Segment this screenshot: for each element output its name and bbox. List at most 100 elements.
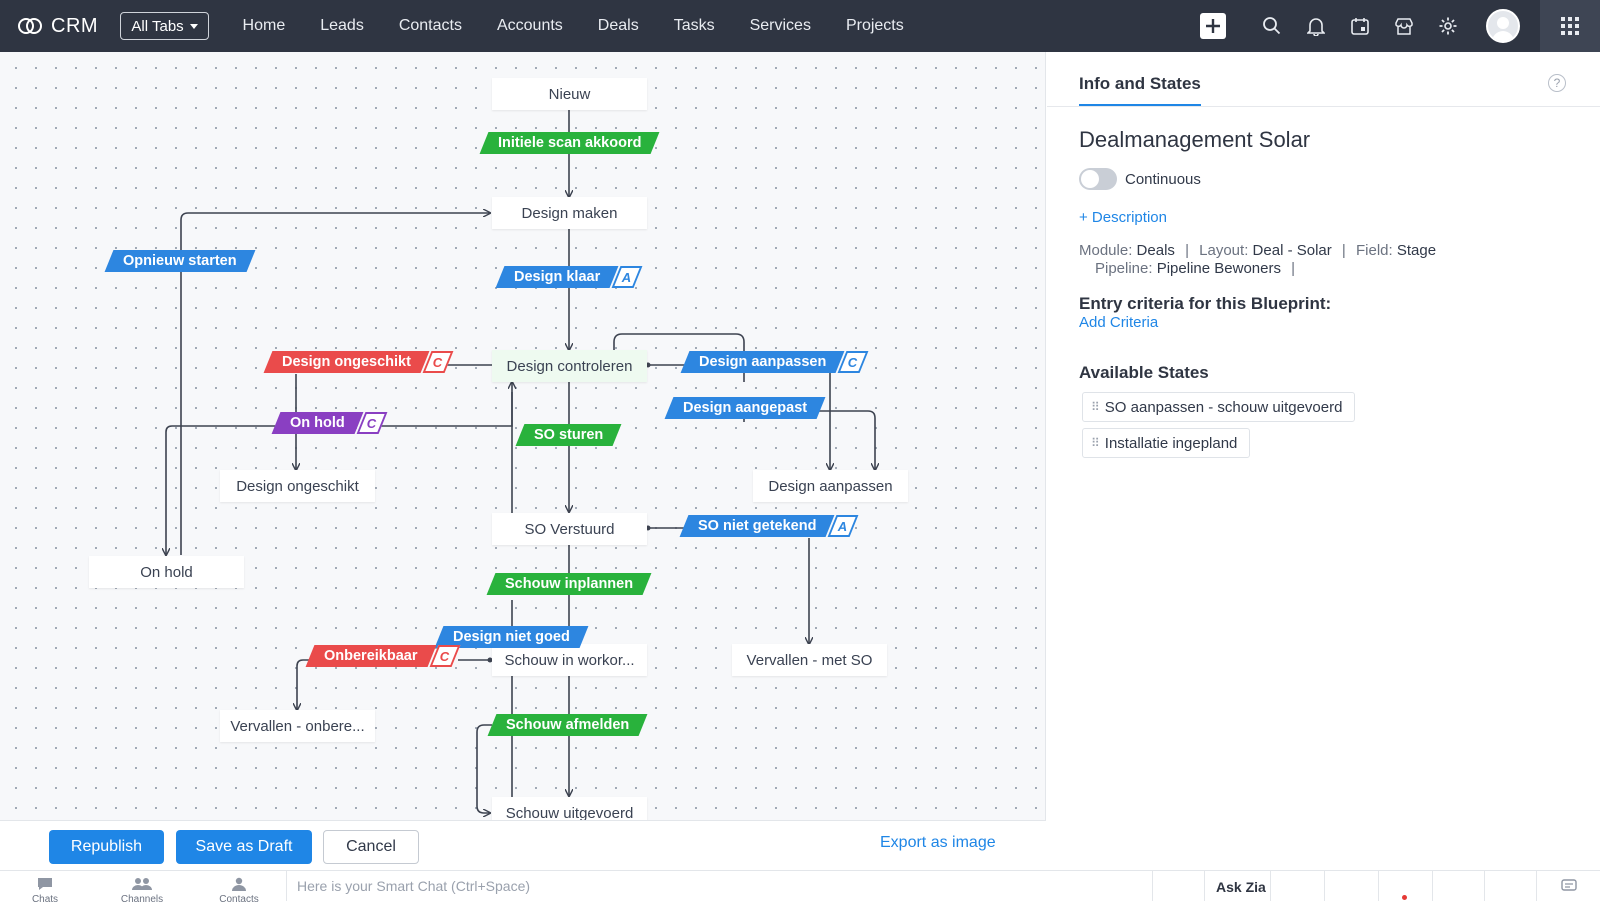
contact-icon (232, 877, 246, 891)
module-label: Module: (1079, 242, 1133, 259)
drag-handle-icon[interactable]: ⠿ (1091, 400, 1100, 414)
all-tabs-dropdown[interactable]: All Tabs (120, 12, 210, 40)
apps-grid-icon[interactable] (1540, 0, 1600, 52)
plus-icon[interactable] (1200, 13, 1226, 39)
caret-down-icon (189, 23, 198, 29)
top-icon-group (1200, 0, 1600, 52)
transition-schouw-afmelden[interactable]: Schouw afmelden (487, 713, 648, 737)
info-and-states-panel: Info and States ? Dealmanagement Solar C… (1047, 52, 1600, 870)
avatar[interactable] (1486, 9, 1520, 43)
drag-handle-icon[interactable]: ⠿ (1091, 436, 1100, 450)
state-on-hold[interactable]: On hold (89, 556, 244, 588)
state-vervallen-met-so[interactable]: Vervallen - met SO (732, 644, 887, 676)
transition-so-niet-getekend[interactable]: SO niet getekend A (679, 514, 859, 538)
smart-chat-input[interactable]: Here is your Smart Chat (Ctrl+Space) (286, 871, 1152, 901)
pipeline-label: Pipeline: (1095, 260, 1153, 277)
ask-zia-button[interactable] (1204, 871, 1270, 901)
footer-channels[interactable]: Channels (112, 876, 172, 905)
tab-leads[interactable]: Leads (320, 17, 364, 34)
transition-label: Onbereikbaar (324, 648, 418, 664)
footer-slot[interactable] (1270, 871, 1324, 901)
footer-contacts[interactable]: Contacts (209, 876, 269, 905)
tab-tasks[interactable]: Tasks (673, 17, 715, 34)
available-state-label: Installatie ingepland (1104, 434, 1238, 452)
transition-design-aangepast[interactable]: Design aangepast (664, 396, 826, 420)
transition-opnieuw-starten[interactable]: Opnieuw starten (104, 249, 256, 273)
gear-icon[interactable] (1426, 0, 1470, 52)
module-tabs: Home Leads Contacts Accounts Deals Tasks… (225, 0, 921, 52)
layout-value: Deal - Solar (1252, 242, 1332, 259)
state-schouw-uitgevoerd[interactable]: Schouw uitgevoerd (492, 797, 647, 820)
transition-onbereikbaar[interactable]: Onbereikbaar C (305, 644, 460, 668)
help-icon[interactable]: ? (1548, 74, 1566, 92)
transition-label: On hold (290, 415, 345, 431)
state-design-maken[interactable]: Design maken (492, 197, 647, 229)
tab-accounts[interactable]: Accounts (496, 17, 563, 34)
footer-chats[interactable]: Chats (15, 876, 75, 905)
pipeline-value: Pipeline Bewoners (1156, 260, 1281, 277)
top-navigation-bar: CRM All Tabs Home Leads Contacts Account… (0, 0, 1600, 52)
transition-on-hold[interactable]: On hold C (271, 411, 388, 435)
field-label: Field: (1356, 242, 1393, 259)
crm-logo[interactable]: CRM (17, 15, 98, 38)
state-design-aanpassen[interactable]: Design aanpassen (753, 470, 908, 502)
all-tabs-label: All Tabs (131, 17, 184, 35)
tab-home[interactable]: Home (242, 17, 286, 34)
add-criteria-link[interactable]: Add Criteria (1079, 314, 1159, 331)
notification-dot (1402, 895, 1407, 900)
continuous-toggle[interactable] (1079, 168, 1117, 190)
available-state-chip[interactable]: ⠿ Installatie ingepland (1082, 428, 1251, 458)
transition-label: SO sturen (534, 427, 604, 443)
state-schouw-in-workorder[interactable]: Schouw in workor... (492, 644, 647, 676)
transition-so-sturen[interactable]: SO sturen (515, 423, 622, 447)
transition-label: Design klaar (514, 269, 601, 285)
tab-services[interactable]: Services (749, 17, 811, 34)
entry-criteria-heading: Entry criteria for this Blueprint: (1079, 294, 1332, 313)
transition-label: Design aanpassen (699, 354, 827, 370)
bell-icon[interactable] (1294, 0, 1338, 52)
republish-button[interactable]: Republish (49, 830, 164, 864)
tab-info-and-states[interactable]: Info and States (1079, 74, 1201, 106)
footer-notifications[interactable] (1378, 871, 1432, 901)
available-state-chip[interactable]: ⠿ SO aanpassen - schouw uitgevoerd (1082, 392, 1356, 422)
save-as-draft-button[interactable]: Save as Draft (176, 830, 312, 864)
module-value: Deals (1136, 242, 1175, 259)
blueprint-canvas[interactable]: Nieuw Design maken Design controleren De… (0, 52, 1046, 820)
tab-contacts[interactable]: Contacts (398, 17, 462, 34)
tab-deals[interactable]: Deals (597, 17, 639, 34)
footer-bar: Chats Channels Contacts Here is your Sma… (0, 870, 1600, 916)
footer-chat-window-button[interactable] (1536, 871, 1600, 901)
blueprint-meta: Module: Deals | Layout: Deal - Solar | F… (1079, 242, 1437, 277)
state-nieuw[interactable]: Nieuw (492, 78, 647, 110)
transition-label: Initiele scan akkoord (498, 135, 642, 151)
transition-design-niet-goed[interactable]: Design niet goed (434, 625, 589, 649)
tab-projects[interactable]: Projects (845, 17, 904, 34)
crm-logo-icon (18, 18, 42, 34)
search-icon[interactable] (1250, 0, 1294, 52)
calendar-icon[interactable] (1338, 0, 1382, 52)
export-as-image-link[interactable]: Export as image (880, 834, 996, 851)
store-icon[interactable] (1382, 0, 1426, 52)
cancel-button[interactable]: Cancel (323, 830, 419, 864)
state-vervallen-onbereikbaar[interactable]: Vervallen - onbere... (220, 710, 375, 742)
transition-label: Design niet goed (453, 629, 570, 645)
footer-slot[interactable] (1484, 871, 1536, 901)
state-design-controleren[interactable]: Design controleren (492, 350, 647, 382)
available-state-label: SO aanpassen - schouw uitgevoerd (1104, 398, 1343, 416)
chat-window-icon (1560, 879, 1577, 891)
field-value: Stage (1396, 242, 1437, 259)
transition-design-klaar[interactable]: Design klaar A (495, 265, 643, 289)
transition-design-ongeschikt[interactable]: Design ongeschikt C (263, 350, 454, 374)
add-description-link[interactable]: + Description (1079, 209, 1167, 226)
transition-label: SO niet getekend (698, 518, 817, 534)
state-design-ongeschikt[interactable]: Design ongeschikt (220, 470, 375, 502)
transition-schouw-inplannen[interactable]: Schouw inplannen (486, 572, 652, 596)
available-states-heading: Available States (1079, 363, 1209, 382)
blueprint-title: Dealmanagement Solar (1079, 127, 1311, 152)
footer-slot[interactable] (1152, 871, 1204, 901)
transition-initiele-scan-akkoord[interactable]: Initiele scan akkoord (479, 131, 660, 155)
transition-design-aanpassen[interactable]: Design aanpassen C (680, 350, 869, 374)
footer-slot[interactable] (1324, 871, 1378, 901)
footer-slot[interactable] (1432, 871, 1484, 901)
state-so-verstuurd[interactable]: SO Verstuurd (492, 513, 647, 545)
